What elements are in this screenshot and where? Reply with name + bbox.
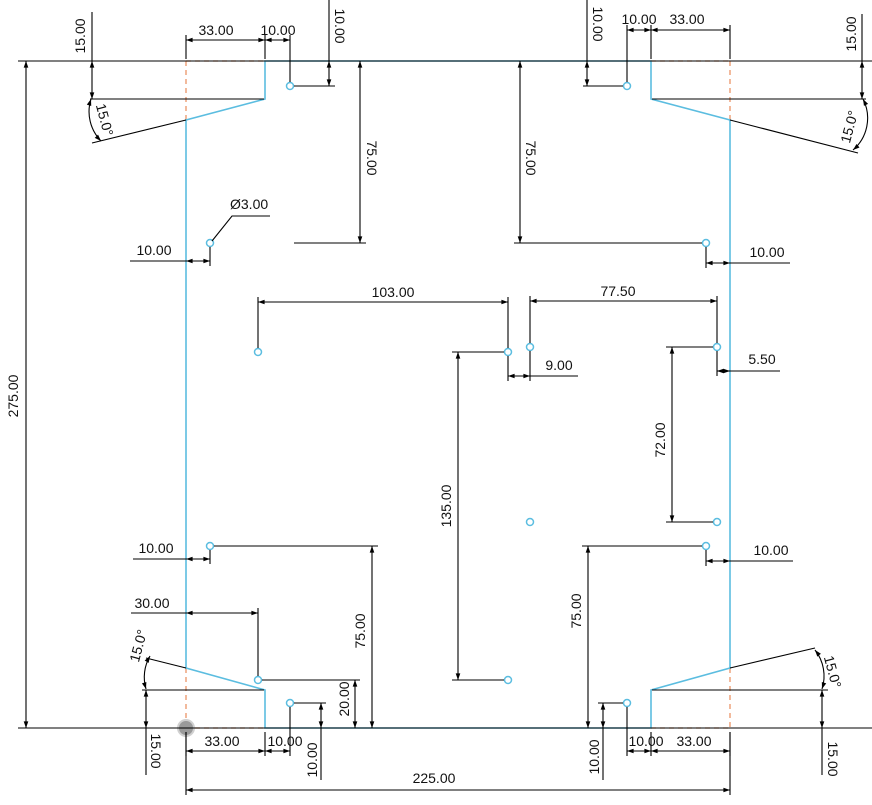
dim-top-left-chamfer-angle: 15.0° xyxy=(93,102,117,138)
dim-bottom-left-hole-offset: 10.00 xyxy=(267,733,302,749)
hole xyxy=(285,698,295,708)
hole xyxy=(503,675,513,685)
hole xyxy=(622,698,632,708)
dim-right-vertical-72: 72.00 xyxy=(652,422,668,457)
hole xyxy=(622,81,632,91)
dim-bottom-left-chamfer-height: 15.00 xyxy=(148,733,164,768)
dim-bottom-right-hole-depth: 10.00 xyxy=(586,739,602,774)
dim-top-left-notch-width: 33.00 xyxy=(198,22,233,38)
dim-bottom-left-30: 30.00 xyxy=(134,595,169,611)
hole xyxy=(712,342,722,352)
hole xyxy=(712,517,722,527)
hole xyxy=(525,517,535,527)
hole xyxy=(205,541,215,551)
dim-bottom-right-notch-width: 33.00 xyxy=(676,733,711,749)
dim-top-right-notch-width: 33.00 xyxy=(669,11,704,27)
dim-right-span-77-5: 77.50 xyxy=(600,283,635,299)
dim-bottom-right-chamfer-height: 15.00 xyxy=(825,741,841,776)
dim-top-left-chamfer-height: 15.00 xyxy=(72,18,88,53)
hole xyxy=(525,342,535,352)
dim-bottom-left-notch-width: 33.00 xyxy=(204,733,239,749)
dim-bottom-left-hole-depth: 10.00 xyxy=(304,742,320,777)
hole xyxy=(285,81,295,91)
hole xyxy=(503,347,513,357)
dimension-labels: 275.00 225.00 Ø3.00 33.00 10.00 10.00 15… xyxy=(5,6,861,786)
dim-right-inset-upper: 10.00 xyxy=(749,244,784,260)
dim-top-right-chamfer-angle: 15.0° xyxy=(837,109,861,145)
dim-top-left-hole-offset: 10.00 xyxy=(260,22,295,38)
holes xyxy=(205,81,722,708)
dim-top-right-hole-depth: 10.00 xyxy=(590,6,606,41)
dim-hole-diameter: Ø3.00 xyxy=(230,196,268,212)
dim-center-span-103: 103.00 xyxy=(372,284,415,300)
dim-right-inset-5-5: 5.50 xyxy=(748,351,775,367)
dim-bottom-right-hole-offset: 10.00 xyxy=(628,733,663,749)
dim-top-left-hole-depth: 10.00 xyxy=(332,8,348,43)
dim-bottom-left-vertical-20: 20.00 xyxy=(336,681,352,716)
hole xyxy=(253,347,263,357)
dim-overall-height: 275.00 xyxy=(5,374,21,417)
dimension-lines xyxy=(18,0,872,795)
dim-center-vertical-135: 135.00 xyxy=(438,484,454,527)
dim-top-right-vertical-75: 75.00 xyxy=(523,140,539,175)
dim-right-inset-lower: 10.00 xyxy=(753,542,788,558)
hole xyxy=(701,238,711,248)
dim-left-inset-upper: 10.00 xyxy=(136,242,171,258)
hole xyxy=(205,238,215,248)
dim-bottom-right-vertical-75: 75.00 xyxy=(568,593,584,628)
dim-center-offset-9: 9.00 xyxy=(545,357,572,373)
dim-top-left-vertical-75: 75.00 xyxy=(364,140,380,175)
hole xyxy=(253,675,263,685)
dim-bottom-right-chamfer-angle: 15.0° xyxy=(821,654,845,690)
dim-top-right-chamfer-height: 15.00 xyxy=(843,16,859,51)
hole xyxy=(701,541,711,551)
dim-overall-width: 225.00 xyxy=(413,770,456,786)
dim-top-right-hole-offset: 10.00 xyxy=(621,11,656,27)
dim-bottom-left-vertical-75: 75.00 xyxy=(352,613,368,648)
dim-left-inset-lower: 10.00 xyxy=(138,540,173,556)
